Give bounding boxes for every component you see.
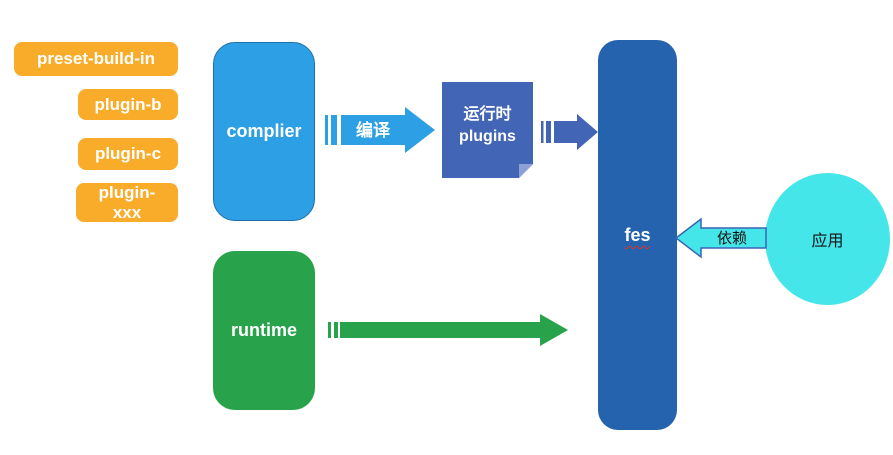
depends-arrow-label: 依赖 (717, 230, 747, 247)
node-fes: fes (598, 40, 677, 430)
runtime-plugins-line1: 运行时 (463, 106, 512, 123)
plugins-to-fes-arrow-shape (554, 114, 598, 150)
node-preset-build-in: preset-build-in (14, 42, 178, 76)
node-plugin-b: plugin-b (78, 89, 178, 120)
node-runtime-plugins: 运行时 plugins (442, 82, 533, 178)
plugins-to-fes-arrow (541, 114, 598, 150)
compile-arrow-label: 编译 (356, 120, 391, 140)
node-runtime: runtime (213, 251, 315, 410)
node-plugin-xxx-label: plugin- xxx (98, 183, 156, 222)
folded-note-shape (442, 82, 533, 178)
node-plugin-c-label: plugin-c (94, 144, 162, 163)
node-runtime-plugins-label: 运行时 plugins (442, 82, 533, 178)
runtime-plugins-line2: plugins (459, 128, 516, 145)
node-complier: complier (213, 42, 315, 221)
compile-arrow-stripe (331, 115, 337, 145)
node-complier-label: complier (226, 121, 302, 141)
runtime-to-fes-arrow (328, 314, 568, 346)
compile-arrow-shape (341, 107, 435, 153)
runtime-to-fes-arrow-shape (340, 314, 568, 346)
node-plugin-b-label: plugin-b (94, 94, 162, 114)
runtime-to-fes-stripe (334, 322, 338, 338)
runtime-to-fes-stripe (328, 322, 331, 338)
compile-arrow-stripe (325, 115, 328, 145)
compile-arrow: 编译 (325, 107, 435, 153)
plugins-to-fes-stripe (541, 121, 544, 143)
plugins-to-fes-stripe (546, 121, 551, 143)
folded-note-flap (519, 164, 533, 178)
node-runtime-label: runtime (230, 320, 297, 340)
node-app-label: 应用 (811, 233, 844, 250)
node-app: 应用 (765, 173, 890, 305)
node-preset-build-in-label: preset-build-in (36, 49, 156, 68)
depends-arrow: 依赖 (675, 217, 767, 259)
node-fes-label: fes (624, 225, 651, 245)
depends-arrow-shape (675, 217, 767, 259)
node-plugin-xxx: plugin- xxx (76, 183, 178, 222)
node-plugin-c: plugin-c (78, 138, 178, 170)
folded-note-body (442, 82, 533, 178)
